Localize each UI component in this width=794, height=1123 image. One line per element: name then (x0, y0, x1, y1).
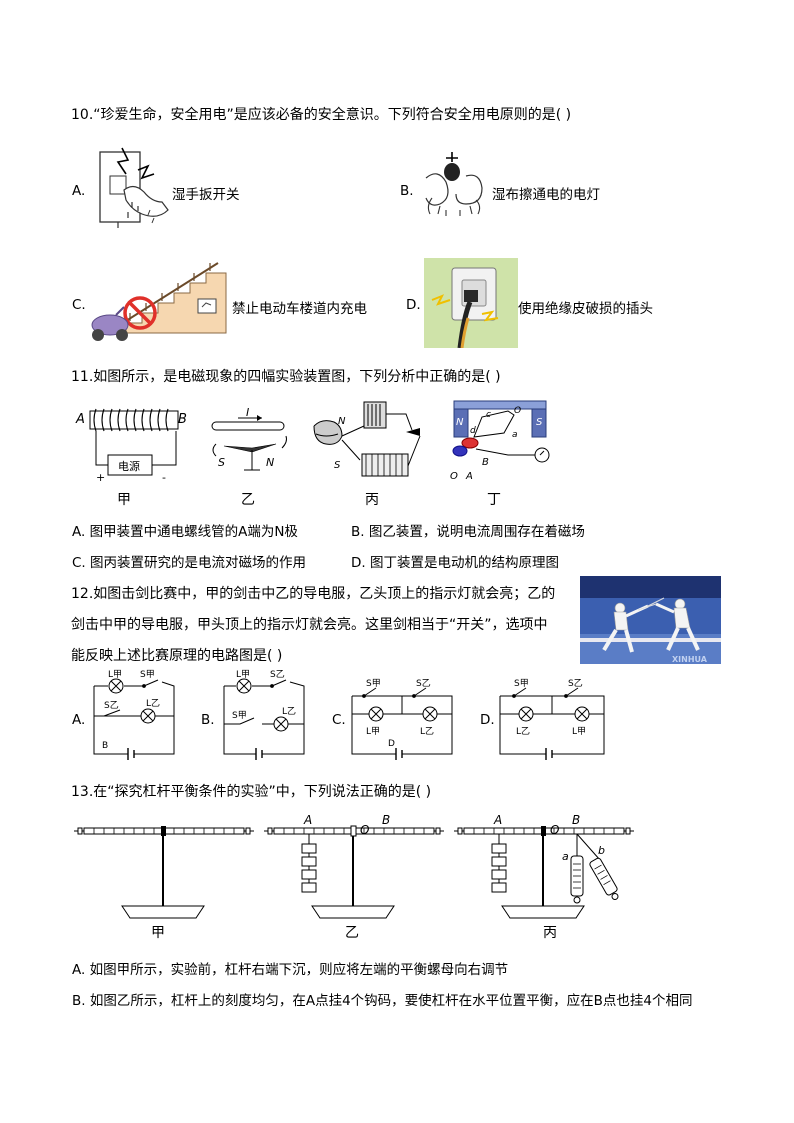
yi-point-a-label: A (303, 813, 312, 827)
circuit-a-l-jia: L甲 (108, 669, 122, 680)
q10-option-d-text: 使用绝缘皮破损的插头 (518, 301, 653, 317)
brush-b-label: B (482, 457, 489, 468)
q10-option-a-letter: A. (72, 183, 86, 199)
q10-option-c-text: 禁止电动车楼道内充电 (232, 301, 367, 317)
magnet-s-label: S (536, 417, 543, 428)
circuit-a-l-yi: L乙 (146, 698, 160, 709)
circuit-d-l-yi: L乙 (516, 726, 530, 737)
circuit-d-s-jia: S甲 (514, 678, 529, 689)
q11-figure-yi-compass: I S N (211, 406, 287, 471)
circuit-a-s-jia: S甲 (140, 669, 155, 680)
q12-option-c-letter: C. (332, 712, 346, 728)
fencing-photo: XINHUA (580, 576, 721, 664)
power-minus-label: - (162, 471, 166, 484)
q10-option-b-text: 湿布擦通电的电灯 (492, 187, 600, 203)
power-supply-label: 电源 (118, 459, 140, 473)
circuit-c-l-jia: L甲 (366, 726, 380, 737)
q12-circuit-d: S甲 S乙 L乙 L甲 (499, 678, 605, 760)
q11-option-b: B. 图乙装置，说明电流周围存在着磁场 (351, 524, 585, 540)
q13-option-b: B. 如图乙所示，杠杆上的刻度均匀，在A点挂4个钩码，要使杠杆在水平位置平衡，应… (72, 993, 693, 1009)
bing-s-label: S (334, 460, 341, 471)
q11-figure-ding-motor: N S c d a O B O A (450, 400, 550, 482)
compass-n-label: N (266, 456, 274, 469)
bing-point-a-label: A (493, 813, 502, 827)
q13-caption-bing: 丙 (543, 925, 557, 941)
q11-option-a: A. 图甲装置中通电螺线管的A端为N极 (72, 524, 298, 540)
circuit-b-l-yi: L乙 (282, 706, 296, 717)
yi-point-o-label: O (360, 823, 369, 837)
coil-a-label: a (512, 430, 518, 440)
axis-o-label: O (514, 406, 521, 416)
q11-option-d: D. 图丁装置是电动机的结构原理图 (351, 555, 559, 571)
q13-caption-yi: 乙 (345, 925, 359, 941)
q13-figure-yi-lever: A O B (264, 813, 444, 919)
q12-option-d-letter: D. (480, 712, 495, 728)
circuit-c-d: D (388, 739, 395, 749)
coil-d-label: d (470, 426, 476, 436)
wet-hand-switch-image (99, 147, 169, 228)
current-i-label: I (246, 406, 249, 419)
scale-b-label: b (598, 844, 605, 857)
circuit-d-l-jia: L甲 (572, 726, 586, 737)
solenoid-a-end-label: A (75, 412, 85, 427)
q11-figure-jia-solenoid: A B 电源 + - (75, 408, 187, 484)
compass-s-label: S (218, 456, 225, 469)
q11-caption-ding: 丁 (487, 492, 501, 508)
circuit-c-s-yi: S乙 (416, 678, 431, 689)
circuit-b-l-jia: L甲 (236, 669, 250, 680)
circuit-c-s-jia: S甲 (366, 678, 381, 689)
q13-figure-bing-lever: A O B a b (454, 813, 634, 919)
q10-option-d-letter: D. (406, 297, 421, 313)
q13-caption-jia: 甲 (151, 925, 165, 941)
question-12-stem-line-1: 12.如图击剑比赛中，甲的剑击中乙的导电服，乙头顶上的指示灯就会亮；乙的 (71, 586, 556, 602)
q11-caption-yi: 乙 (241, 492, 255, 508)
question-13-stem: 13.在“探究杠杆平衡条件的实验”中，下列说法正确的是( ) (71, 784, 432, 800)
circuit-a-b: B (102, 741, 108, 751)
power-plus-label: + (96, 471, 105, 484)
wet-cloth-lamp-image (425, 152, 483, 216)
q12-option-b-letter: B. (201, 712, 215, 728)
circuit-b-s-yi: S乙 (270, 669, 285, 680)
bottom-a-label: A (465, 471, 473, 482)
question-10-stem: 10.“珍爱生命，安全用电”是应该必备的安全意识。下列符合安全用电原则的是( ) (71, 107, 572, 123)
q11-option-c: C. 图丙装置研究的是电流对磁场的作用 (72, 555, 307, 571)
q13-figure-jia-lever (74, 826, 254, 919)
q11-figure-bing-apparatus: N S (313, 401, 421, 477)
q12-circuit-c: S甲 S乙 L甲 L乙 D (351, 678, 453, 760)
photo-watermark: XINHUA (672, 655, 708, 664)
bing-point-o-label: O (550, 823, 559, 837)
magnet-n-label: N (456, 417, 464, 428)
circuit-b-s-jia: S甲 (232, 710, 247, 721)
bing-n-label: N (338, 416, 346, 427)
circuit-a-s-yi: S乙 (104, 700, 119, 711)
q11-caption-jia: 甲 (117, 492, 131, 508)
q12-circuit-b: L甲 S乙 S甲 L乙 (223, 669, 305, 760)
bottom-o-label: O (450, 471, 458, 482)
q10-option-a-text: 湿手扳开关 (172, 187, 240, 203)
no-ebike-charging-image (91, 262, 227, 341)
scale-a-label: a (562, 850, 569, 863)
q13-option-a: A. 如图甲所示，实验前，杠杆右端下沉，则应将左端的平衡螺母向右调节 (72, 962, 509, 978)
q12-circuit-a: L甲 S甲 S乙 L乙 B (93, 669, 175, 760)
q10-option-c-letter: C. (72, 297, 86, 313)
question-12-stem-line-3: 能反映上述比赛原理的电路图是( ) (71, 648, 283, 664)
coil-c-label: c (486, 410, 491, 420)
q11-caption-bing: 丙 (365, 492, 379, 508)
question-11-stem: 11.如图所示，是电磁现象的四幅实验装置图，下列分析中正确的是( ) (71, 369, 501, 385)
solenoid-b-end-label: B (178, 412, 187, 427)
yi-point-b-label: B (382, 813, 390, 827)
q10-option-b-letter: B. (400, 183, 414, 199)
bing-point-b-label: B (572, 813, 580, 827)
q12-option-a-letter: A. (72, 712, 86, 728)
damaged-plug-image (424, 258, 518, 348)
circuit-d-s-yi: S乙 (568, 678, 583, 689)
question-12-stem-line-2: 剑击中甲的导电服，甲头顶上的指示灯就会亮。这里剑相当于“开关”，选项中 (71, 617, 548, 633)
circuit-c-l-yi: L乙 (420, 726, 434, 737)
